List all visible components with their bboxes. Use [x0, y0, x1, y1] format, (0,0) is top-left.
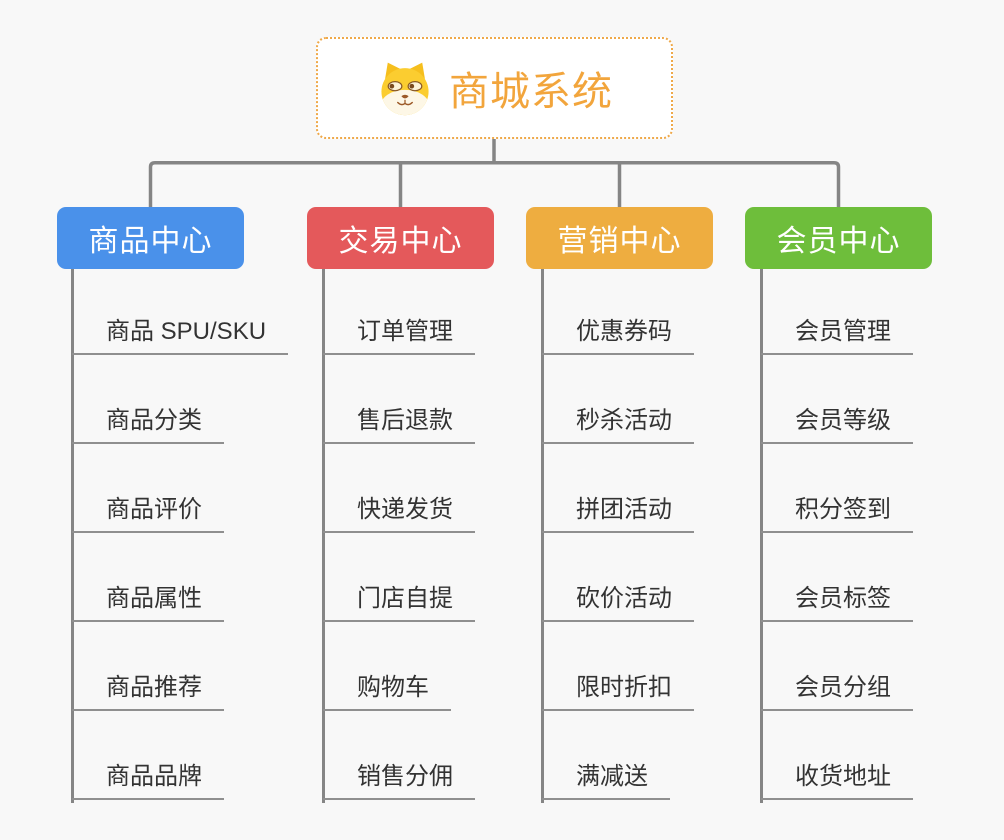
leaf-node[interactable]: 快递发货 — [323, 478, 475, 533]
bus-line — [148, 161, 841, 207]
trunk-line-product — [71, 269, 74, 803]
leaf-node[interactable]: 商品品牌 — [72, 745, 224, 800]
leaf-node[interactable]: 会员管理 — [761, 300, 913, 355]
leaf-node[interactable]: 收货地址 — [761, 745, 913, 800]
trunk-line-member — [760, 269, 763, 803]
trunk-line-marketing — [541, 269, 544, 803]
leaf-node[interactable]: 商品属性 — [72, 567, 224, 622]
branch-node-marketing-center[interactable]: 营销中心 — [526, 207, 713, 269]
leaf-node[interactable]: 销售分佣 — [323, 745, 475, 800]
leaf-node[interactable]: 会员等级 — [761, 389, 913, 444]
leaf-node[interactable]: 积分签到 — [761, 478, 913, 533]
leaf-node[interactable]: 商品评价 — [72, 478, 224, 533]
branch-node-trade-center[interactable]: 交易中心 — [307, 207, 494, 269]
branch-node-member-center[interactable]: 会员中心 — [745, 207, 932, 269]
leaf-node[interactable]: 秒杀活动 — [542, 389, 694, 444]
leaf-node[interactable]: 售后退款 — [323, 389, 475, 444]
leaf-node[interactable]: 商品 SPU/SKU — [72, 300, 289, 355]
leaf-node[interactable]: 拼团活动 — [542, 478, 694, 533]
leaf-node[interactable]: 限时折扣 — [542, 656, 694, 711]
leaf-node[interactable]: 砍价活动 — [542, 567, 694, 622]
leaf-node[interactable]: 优惠券码 — [542, 300, 694, 355]
leaf-node[interactable]: 会员分组 — [761, 656, 913, 711]
leaf-node[interactable]: 订单管理 — [323, 300, 475, 355]
leaf-node[interactable]: 门店自提 — [323, 567, 475, 622]
leaf-node[interactable]: 购物车 — [323, 656, 451, 711]
leaf-node[interactable]: 商品分类 — [72, 389, 224, 444]
trunk-line-trade — [322, 269, 325, 803]
root-node[interactable]: 商城系统 — [316, 37, 673, 139]
root-title: 商城系统 — [449, 70, 613, 114]
branch-node-product-center[interactable]: 商品中心 — [57, 207, 244, 269]
doge-icon — [381, 62, 429, 116]
leaf-node[interactable]: 满减送 — [542, 745, 670, 800]
leaf-node[interactable]: 商品推荐 — [72, 656, 224, 711]
leaf-node[interactable]: 会员标签 — [761, 567, 913, 622]
